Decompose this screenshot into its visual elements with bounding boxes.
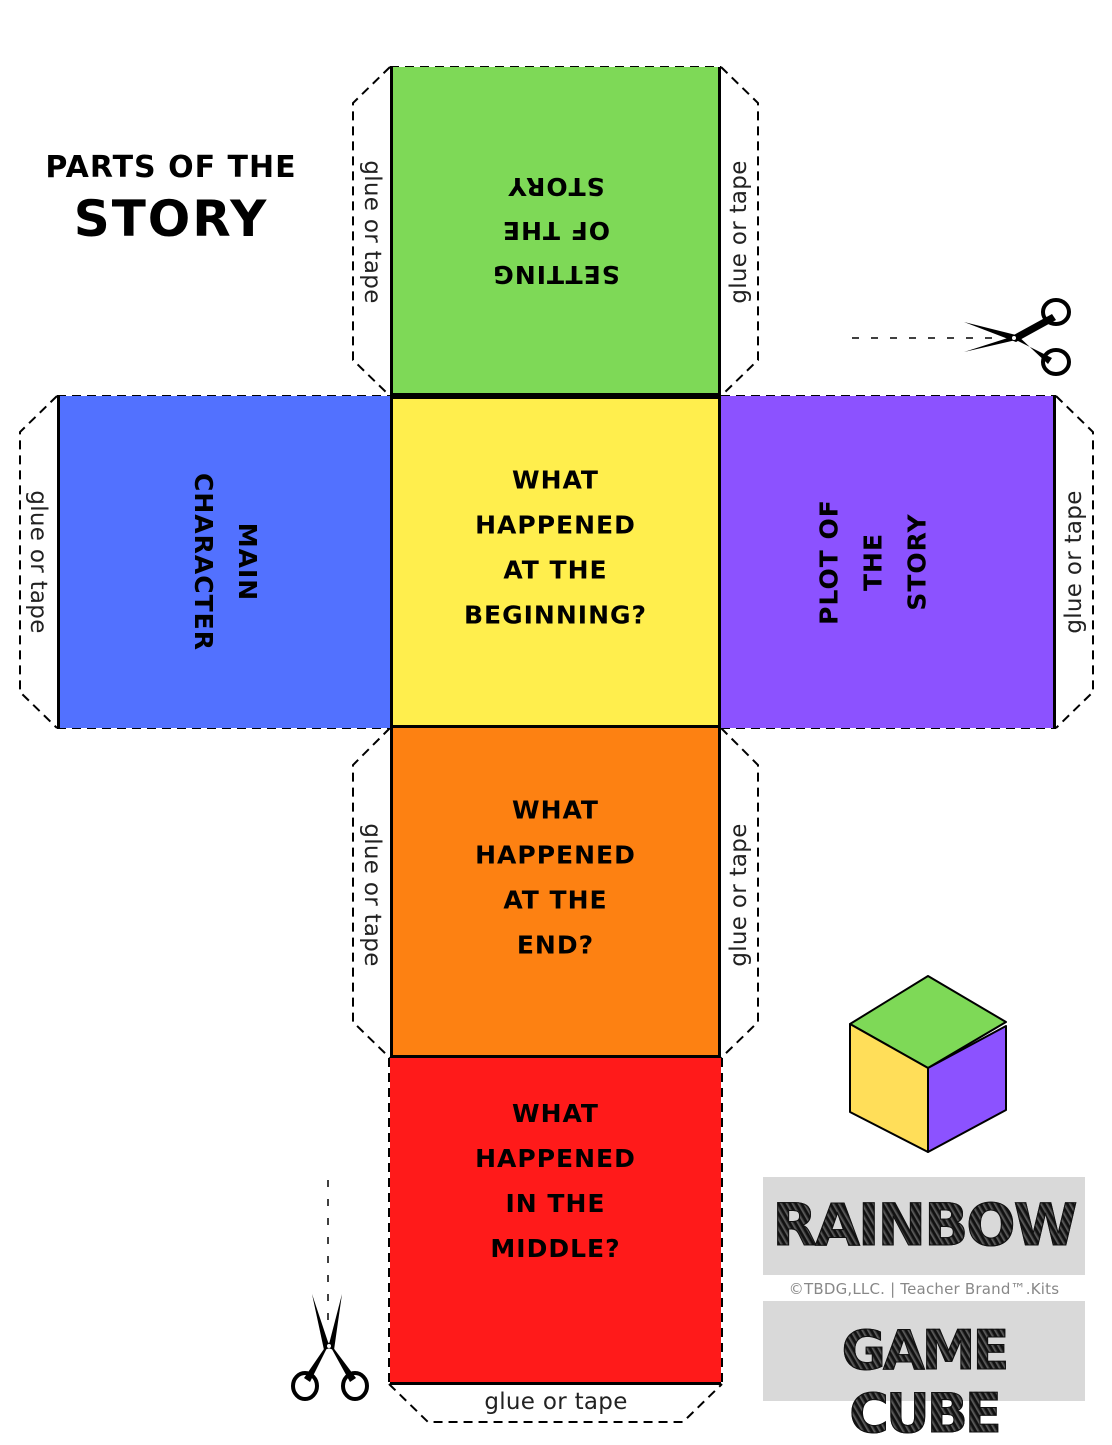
face-lower: WHAT HAPPENED AT THE END? (390, 728, 721, 1058)
face-bottom-label: WHAT HAPPENED IN THE MIDDLE? (475, 1099, 636, 1264)
face-bottom: WHAT HAPPENED IN THE MIDDLE? (390, 1058, 721, 1385)
face-center-label: WHAT HAPPENED AT THE BEGINNING? (463, 465, 648, 630)
glue-tab-right (1055, 395, 1094, 729)
face-center: WHAT HAPPENED AT THE BEGINNING? (390, 396, 721, 728)
glue-tab-top-left (352, 66, 391, 397)
glue-label-top-left: glue or tape (359, 160, 385, 304)
glue-label-lower-left: glue or tape (359, 823, 385, 967)
glue-label-right: glue or tape (1061, 490, 1087, 634)
brand-box-game-cube: GAME CUBE (763, 1301, 1085, 1445)
glue-tab-lower-left (352, 727, 391, 1059)
brand-word-rainbow: RAINBOW (763, 1191, 1085, 1260)
face-top: SETTING OF THE STORY (390, 67, 721, 396)
face-left-label: MAIN CHARACTER (189, 473, 262, 651)
glue-tab-bottom (388, 1383, 723, 1423)
page-title-line2: STORY (73, 190, 269, 248)
page-title-line1: PARTS OF THE (45, 150, 297, 185)
scissors-icon (964, 298, 1071, 376)
glue-label-left: glue or tape (25, 490, 51, 634)
glue-tab-left (19, 395, 58, 729)
brand-word-game-cube: GAME CUBE (763, 1319, 1085, 1445)
glue-tab-top-right (720, 66, 759, 397)
glue-label-lower-right: glue or tape (726, 823, 752, 967)
face-lower-label: WHAT HAPPENED AT THE END? (475, 795, 636, 960)
cube-icon-right-face (927, 1025, 1007, 1153)
cube-icon (849, 975, 1007, 1153)
face-top-label: SETTING OF THE STORY (491, 172, 620, 289)
glue-tab-lower-right (720, 727, 759, 1059)
scissors-icon (291, 1294, 369, 1401)
glue-label-top-right: glue or tape (726, 160, 752, 304)
copyright-credit: ©TBDG,LLC. | Teacher Brand™.Kits (788, 1280, 1060, 1298)
brand-box-rainbow: RAINBOW (763, 1177, 1085, 1275)
glue-label-bottom: glue or tape (484, 1389, 628, 1415)
face-right: PLOT OF THE STORY (721, 396, 1056, 728)
face-right-label: PLOT OF THE STORY (814, 499, 932, 625)
face-left: MAIN CHARACTER (57, 396, 390, 728)
